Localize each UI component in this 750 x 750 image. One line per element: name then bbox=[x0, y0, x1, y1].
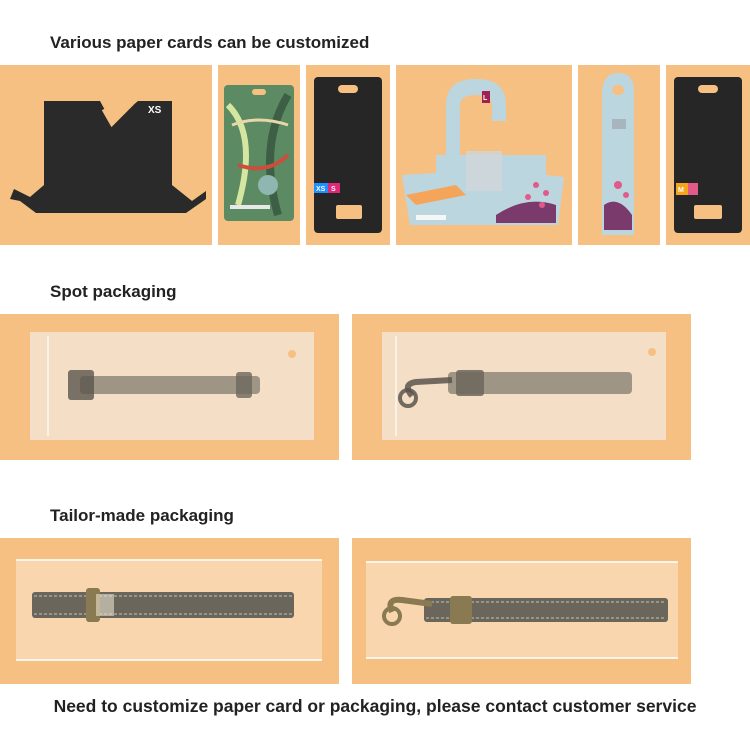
paper-card-photo-5 bbox=[578, 65, 660, 245]
frosted-bag-leash bbox=[382, 332, 666, 440]
paper-card-photo-2 bbox=[218, 65, 300, 245]
black-size-card: XS S bbox=[314, 77, 382, 233]
paper-card-photo-3: XS S bbox=[306, 65, 390, 245]
paper-card-photo-1: XS bbox=[0, 65, 212, 245]
narrow-blue-card bbox=[602, 73, 634, 235]
paper-card-photo-4: L bbox=[396, 65, 572, 245]
size-label-s: S bbox=[331, 186, 336, 193]
section-title-paper-cards: Various paper cards can be customized bbox=[50, 33, 370, 52]
spot-packaging-photo-2 bbox=[352, 314, 691, 460]
footer-contact-text: Need to customize paper card or packagin… bbox=[53, 696, 697, 716]
spot-packaging-photo-1 bbox=[0, 314, 339, 460]
black-hanger-card: XS bbox=[10, 101, 206, 213]
clear-bag-leash bbox=[366, 561, 678, 659]
blue-hanger-card: L bbox=[402, 79, 564, 225]
size-label-xs-2: XS bbox=[316, 186, 326, 193]
section-title-tailor-made: Tailor-made packaging bbox=[50, 506, 234, 525]
section-title-spot-packaging: Spot packaging bbox=[50, 282, 177, 301]
botanical-print-card bbox=[224, 85, 294, 221]
size-label-xs: XS bbox=[148, 105, 162, 116]
size-label-l: L bbox=[483, 95, 488, 102]
paper-card-photo-6: M bbox=[666, 65, 750, 245]
tailor-made-photo-2 bbox=[352, 538, 691, 684]
frosted-bag-collar bbox=[30, 332, 314, 440]
size-label-m: M bbox=[678, 187, 684, 194]
tailor-made-photo-1 bbox=[0, 538, 339, 684]
clear-bag-collar bbox=[16, 559, 322, 661]
black-size-card-m: M bbox=[674, 77, 742, 233]
